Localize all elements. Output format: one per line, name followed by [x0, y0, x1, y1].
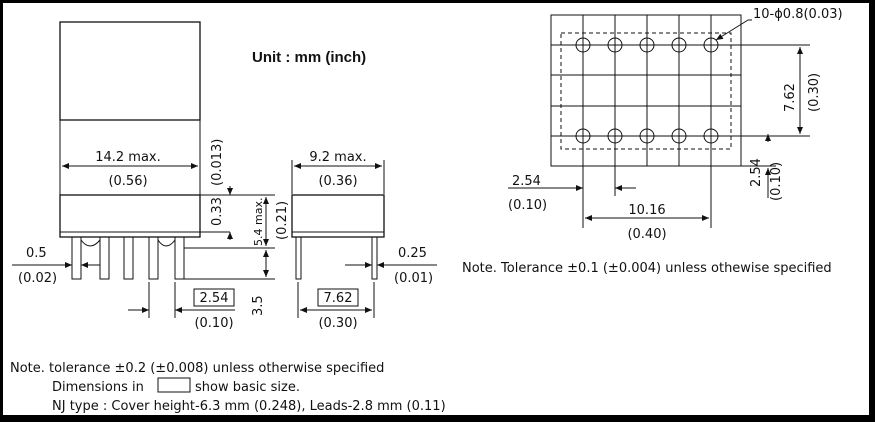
height-label: 5.4 max. — [252, 198, 265, 246]
watermark: tec.org.ru — [790, 399, 845, 413]
dimensions-note-b: show basic size. — [195, 380, 300, 395]
tolerance-note: Note. tolerance ±0.2 (±0.008) unless oth… — [10, 361, 384, 376]
relay-top-view — [59, 21, 201, 121]
cover-offset-label: 0.33 — [210, 197, 225, 226]
pitch-basic-box — [193, 288, 235, 307]
depth-inch-label: (0.36) — [318, 174, 357, 189]
hole-spec-label: 10-ϕ0.8(0.03) — [753, 7, 843, 22]
dimensions-note-a: Dimensions in — [52, 380, 144, 395]
pcb-span-inch-label: (0.40) — [627, 227, 666, 242]
drawing-sheet: Unit : mm (inch) 14.2 max. (0.56) (0.013… — [3, 3, 869, 415]
width-inch-label: (0.56) — [108, 174, 147, 189]
width-label: 14.2 max. — [95, 150, 161, 165]
pcb-pitch-inch-label: (0.10) — [508, 198, 547, 213]
pcb-row-gap-label: 7.62 — [783, 83, 798, 112]
height-inch-label: (0.21) — [275, 201, 290, 240]
pitch-label: 2.54 — [200, 291, 229, 306]
cover-offset-inch-label: (0.013) — [210, 139, 225, 186]
dimension-drawing: Unit : mm (inch) 14.2 max. (0.56) (0.013… — [10, 7, 843, 414]
unit-label: Unit : mm (inch) — [252, 49, 366, 66]
pcb-tolerance-note: Note. Tolerance ±0.1 (±0.004) unless oth… — [462, 261, 832, 276]
relay-side-view — [291, 194, 385, 280]
row-gap-label: 7.62 — [324, 291, 353, 306]
lead-thickness-label: 0.25 — [398, 246, 427, 261]
lead-width-inch-label: (0.02) — [18, 271, 57, 286]
lead-width-label: 0.5 — [26, 246, 47, 261]
pcb-edge-label: 2.54 — [749, 158, 764, 187]
pitch-inch-label: (0.10) — [194, 316, 233, 331]
row-gap-inch-label: (0.30) — [318, 316, 357, 331]
pcb-edge-inch-label: (0.10) — [769, 162, 784, 201]
basic-size-box — [157, 377, 191, 393]
lead-length-label: 3.5 — [251, 295, 266, 316]
pcb-span-label: 10.16 — [628, 203, 665, 218]
lead-thickness-inch-label: (0.01) — [394, 271, 433, 286]
pcb-layout — [550, 14, 742, 167]
pcb-pitch-label: 2.54 — [512, 174, 541, 189]
row-gap-basic-box — [317, 288, 359, 307]
depth-label: 9.2 max. — [309, 150, 366, 165]
pcb-row-gap-inch-label: (0.30) — [807, 73, 822, 112]
nj-type-note: NJ type : Cover height-6.3 mm (0.248), L… — [52, 399, 446, 414]
relay-front-view — [59, 120, 201, 280]
